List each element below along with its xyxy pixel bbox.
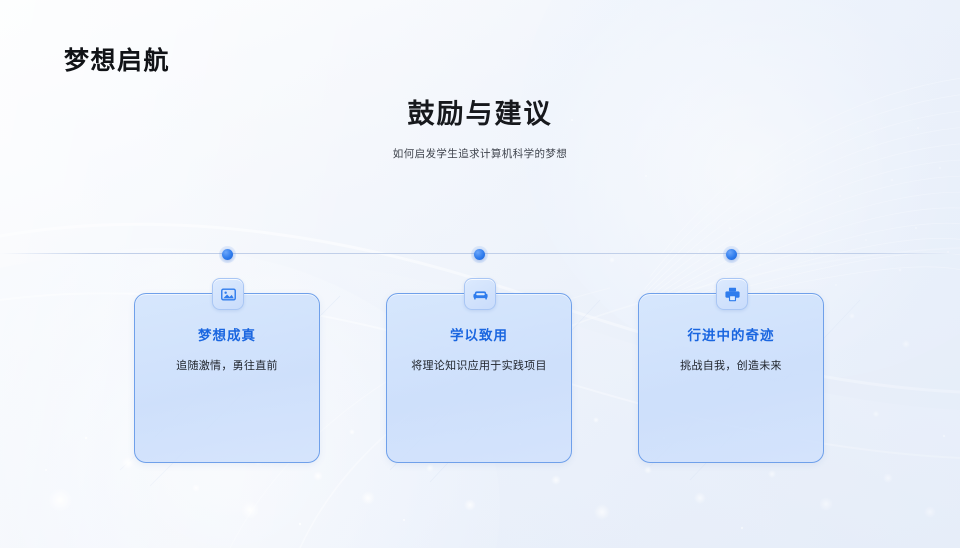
sofa-icon [464,278,496,310]
card-body-text: 追随激情，勇往直前 [176,360,278,372]
timeline-item-3[interactable]: 行进中的奇迹 挑战自我，创造未来 [638,249,824,464]
cards-row: 梦想成真 追随激情，勇往直前 学以致用 将理论知识应用于实践项目 [134,249,824,464]
card-body-text: 将理论知识应用于实践项目 [411,360,547,372]
info-card[interactable]: 学以致用 将理论知识应用于实践项目 [386,293,572,463]
info-card[interactable]: 行进中的奇迹 挑战自我，创造未来 [638,293,824,463]
info-card[interactable]: 梦想成真 追随激情，勇往直前 [134,293,320,463]
timeline-item-1[interactable]: 梦想成真 追随激情，勇往直前 [134,249,320,464]
card-body-text: 挑战自我，创造未来 [680,360,782,372]
timeline-node-dot [473,249,485,260]
card-title: 行进中的奇迹 [687,328,775,343]
slide-kicker: 梦想启航 [64,47,171,75]
printer-icon [716,278,748,310]
page-title: 鼓励与建议 [407,99,553,129]
timeline-node-dot [221,249,233,260]
card-title: 学以致用 [450,328,508,343]
image-icon [212,278,244,310]
card-title: 梦想成真 [198,328,256,343]
page-subtitle: 如何启发学生追求计算机科学的梦想 [392,148,568,160]
timeline-item-2[interactable]: 学以致用 将理论知识应用于实践项目 [386,249,572,464]
timeline-node-dot [725,249,737,260]
